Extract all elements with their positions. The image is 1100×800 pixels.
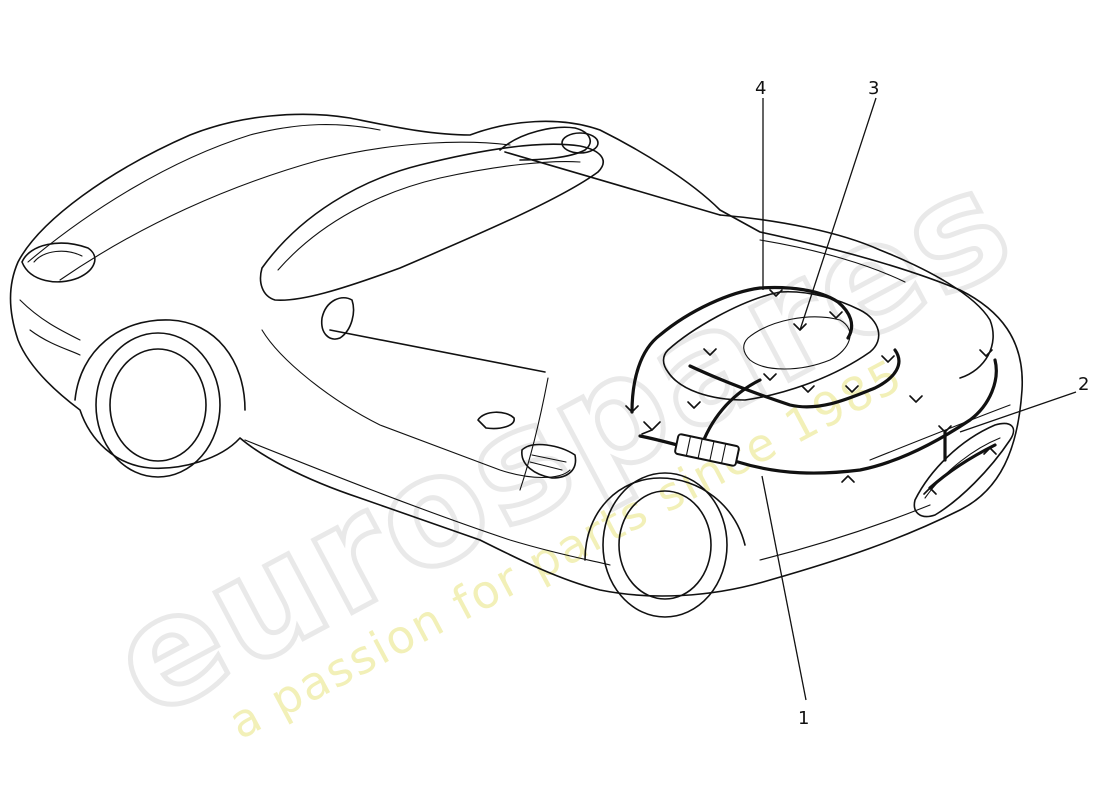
windshield-inner xyxy=(277,161,581,271)
hood-crease xyxy=(27,123,381,263)
callouts: 4 3 2 1 xyxy=(755,78,1089,729)
wiring-harness xyxy=(625,285,998,495)
headlight-inner xyxy=(33,250,83,263)
callout-2: 2 xyxy=(1078,374,1089,395)
harness-4 xyxy=(630,285,854,414)
hood-line xyxy=(59,141,511,281)
plug-fork xyxy=(769,289,783,297)
harness-3 xyxy=(688,348,901,409)
plug-fork xyxy=(909,395,923,403)
windshield-frame xyxy=(259,143,604,302)
plug-fork xyxy=(641,421,661,435)
cockpit-rim xyxy=(329,151,721,373)
side-air-intake xyxy=(521,443,577,479)
plug-fork xyxy=(938,425,952,433)
engine-lid-opening xyxy=(662,290,880,401)
watermark: eurospares a passion for parts since 198… xyxy=(83,132,1042,755)
plug-fork xyxy=(881,355,895,363)
rocker-line xyxy=(244,439,611,566)
engine-cover xyxy=(743,316,851,370)
plug-fork xyxy=(763,373,777,381)
plug-fork xyxy=(845,385,859,393)
leader-line-2 xyxy=(959,391,1077,433)
tail-light xyxy=(913,422,1015,518)
plug-fork xyxy=(801,385,815,393)
leader-line-3 xyxy=(799,97,877,331)
car-outline xyxy=(9,113,1023,618)
plug-fork xyxy=(829,311,843,319)
rear-deck-lid xyxy=(719,214,994,379)
rear-wheel-arch xyxy=(584,477,746,561)
headlight xyxy=(21,242,96,283)
front-wheel-rim xyxy=(109,348,207,462)
front-wheel xyxy=(95,332,221,478)
car-body-silhouette xyxy=(9,113,1023,597)
plug-fork xyxy=(841,475,855,483)
rear-wheel xyxy=(602,472,728,618)
front-wheel-arch xyxy=(74,319,246,411)
rollbar-right xyxy=(561,132,599,154)
plug-fork xyxy=(979,349,993,357)
watermark-brand: eurospares xyxy=(85,134,1039,752)
plug-fork xyxy=(983,447,997,455)
callout-4: 4 xyxy=(755,78,766,99)
intake-slats xyxy=(529,454,567,471)
harness-plugs xyxy=(625,289,997,495)
plug-fork xyxy=(625,405,639,413)
connector-divisions xyxy=(685,435,727,464)
door-handle xyxy=(477,411,515,430)
rollbar-left xyxy=(499,126,591,161)
rear-wheel-rim xyxy=(618,490,712,600)
plug-fork xyxy=(703,348,717,356)
front-bumper xyxy=(19,299,81,356)
leader-line-1 xyxy=(761,475,807,701)
door-rear-edge xyxy=(519,377,549,491)
callout-3: 3 xyxy=(868,78,879,99)
side-mirror xyxy=(320,296,355,340)
plug-fork xyxy=(687,401,701,409)
plug-fork xyxy=(923,487,937,495)
rear-deck-inner xyxy=(759,239,906,283)
connector-block xyxy=(674,433,740,467)
callout-1: 1 xyxy=(798,708,809,729)
